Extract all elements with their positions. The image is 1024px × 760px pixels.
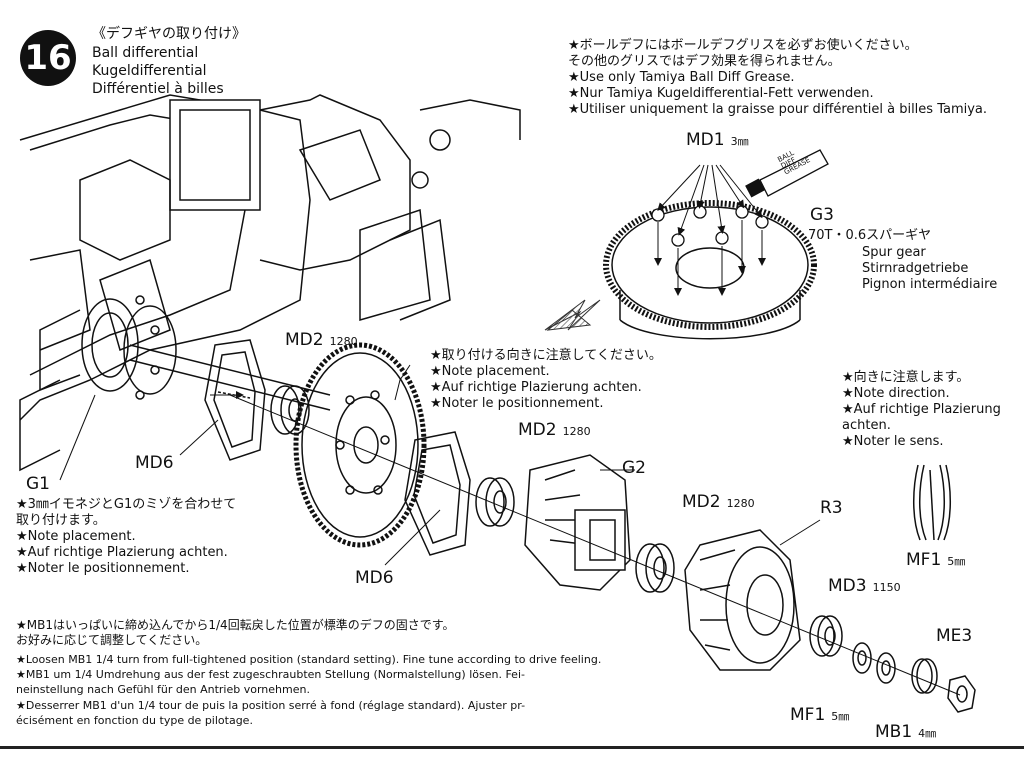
g3-fr: Pignon intermédiaire	[862, 277, 998, 292]
g3-spec: 70T・0.6スパーギヤ	[808, 228, 932, 243]
md2-bearing-3	[635, 543, 675, 593]
adjust-note-de1: ★MB1 um 1/4 Umdrehung aus der fest zuges…	[16, 668, 525, 681]
install-direction-arrow	[544, 299, 601, 331]
step-title-de: Kugeldifferential	[92, 63, 207, 79]
mf1-rings-detail	[912, 464, 952, 541]
chassis-drawing	[19, 94, 521, 472]
adjust-note-jp2: お好みに応じて調整してください。	[16, 633, 208, 647]
direction-note-fr: ★Noter le sens.	[842, 434, 944, 449]
g1-note-en: ★Note placement.	[16, 529, 136, 544]
spur-gear-middle	[293, 342, 427, 548]
me3-spacer	[911, 658, 938, 694]
adjust-note-en: ★Loosen MB1 1/4 turn from full-tightened…	[16, 653, 602, 666]
adjust-note-fr2: écisément en fonction du type de pilotag…	[16, 714, 253, 727]
adjust-note-jp1: ★MB1はいっぱいに締め込んでから1/4回転戻した位置が標準のデフの固さです。	[16, 618, 455, 632]
md3-bearing	[809, 615, 843, 657]
part-label-me3: ME3	[936, 626, 973, 646]
g3-de: Stirnradgetriebe	[862, 261, 969, 276]
part-label-md6-1: MD6	[135, 453, 174, 473]
mf1-washers	[852, 642, 896, 684]
grease-note-en: ★Use only Tamiya Ball Diff Grease.	[568, 70, 795, 85]
grease-note-fr: ★Utiliser uniquement la graisse pour dif…	[568, 102, 988, 117]
adjust-note-fr1: ★Desserrer MB1 d'un 1/4 tour de puis la …	[16, 699, 526, 712]
placement-note-jp: ★取り付ける向きに注意してください。	[430, 348, 662, 363]
grease-note-de: ★Nur Tamiya Kugeldifferential-Fett verwe…	[568, 86, 874, 101]
g3-spur-gear	[603, 200, 817, 340]
leader-lines	[59, 364, 821, 566]
part-label-g1: G1	[26, 474, 50, 494]
g1-note-jp2: 取り付けます。	[16, 513, 106, 528]
md6-hex-plate-1	[204, 339, 266, 461]
part-label-g2: G2	[622, 458, 646, 478]
part-label-r3: R3	[820, 498, 843, 518]
mb1-locknut	[947, 675, 976, 713]
g1-note-de: ★Auf richtige Plazierung achten.	[16, 545, 228, 560]
g1-note-fr: ★Noter le positionnement.	[16, 561, 190, 576]
md2-bearing-2	[475, 477, 515, 527]
part-label-g3: G3	[810, 205, 834, 225]
step-number-badge: 16	[20, 30, 76, 86]
r3-hub	[684, 529, 801, 671]
g1-note-jp1: ★3㎜イモネジとG1のミゾを合わせて	[16, 497, 237, 512]
grease-note-jp1: ★ボールデフにはボールデフグリスを必ずお使いください。	[568, 38, 918, 53]
md1-arrows	[654, 164, 766, 296]
md6-hex-plate-2	[404, 431, 471, 556]
placement-note-fr: ★Noter le positionnement.	[430, 396, 604, 411]
adjust-note-de2: neinstellung nach Gefühl für den Antrieb…	[16, 683, 310, 696]
grease-note-jp2: その他のグリスではデフ効果を得られません。	[568, 54, 841, 69]
direction-note-jp: ★向きに注意します。	[842, 370, 970, 385]
direction-note-de2: achten.	[842, 418, 891, 433]
part-label-md6-2: MD6	[355, 568, 394, 588]
step-title-fr: Différentiel à billes	[92, 81, 224, 97]
placement-note-en: ★Note placement.	[430, 364, 550, 379]
step-title-jp: 《デフギヤの取り付け》	[92, 26, 246, 42]
direction-note-en: ★Note direction.	[842, 386, 950, 401]
step-title-en: Ball differential	[92, 45, 199, 61]
grease-tube-icon	[745, 149, 829, 198]
assembly-axis-line	[229, 394, 961, 696]
direction-note-de1: ★Auf richtige Plazierung	[842, 402, 1001, 417]
g3-en: Spur gear	[862, 245, 926, 260]
page-bottom-rule	[0, 746, 1024, 749]
placement-note-de: ★Auf richtige Plazierung achten.	[430, 380, 642, 395]
